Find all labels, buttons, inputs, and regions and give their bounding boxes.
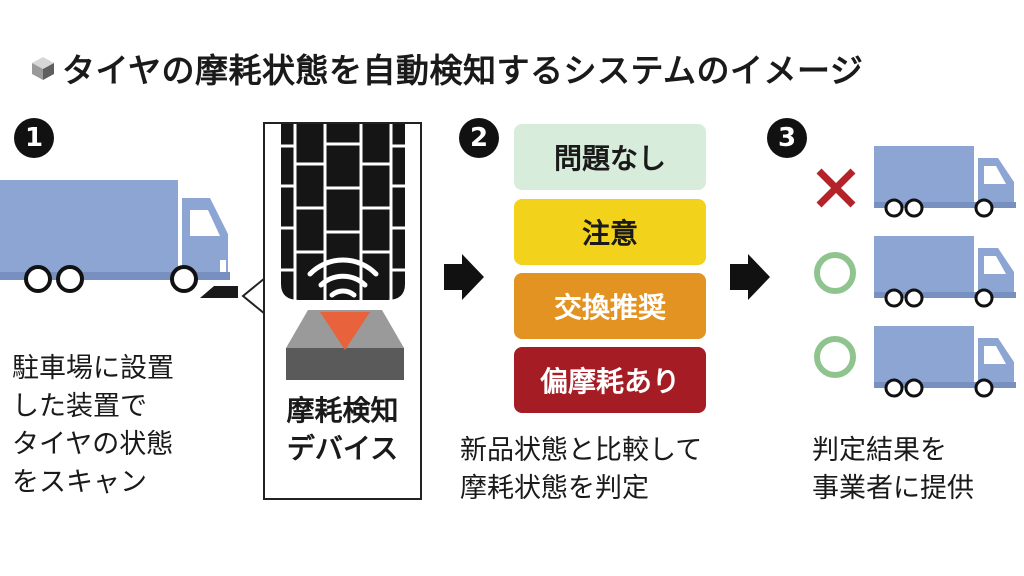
step-1-description-line: した装置で (12, 391, 147, 422)
arrow-right-icon (730, 254, 770, 300)
step-2-number: 2 (459, 118, 499, 158)
device-label-line: デバイス (286, 432, 399, 465)
callout-pointer (241, 277, 266, 315)
title-text: タイヤの摩耗状態を自動検知するシステムのイメージ (62, 51, 864, 90)
truck-illustration (0, 180, 238, 298)
truck-illustration (874, 236, 1016, 308)
step-2-description: 新品状態と比較して 摩耗状態を判定 (460, 432, 702, 508)
truck-illustration (874, 146, 1016, 218)
cross-mark-icon (816, 168, 856, 208)
device-label: 摩耗検知 デバイス (263, 392, 422, 468)
step-1-description: 駐車場に設置 した装置で タイヤの状態 をスキャン (12, 350, 174, 502)
step-2-description-line: 新品状態と比較して (460, 435, 703, 466)
step-1-description-line: をスキャン (12, 467, 147, 498)
step-2-description-line: 摩耗状態を判定 (460, 473, 649, 504)
status-no-problem: 問題なし (514, 124, 706, 190)
device-label-line: 摩耗検知 (286, 394, 399, 427)
scanner-device-icon (286, 310, 404, 380)
step-3-number: 3 (767, 118, 807, 158)
circle-mark-icon (814, 336, 856, 378)
status-uneven-wear: 偏摩耗あり (514, 347, 706, 413)
page-title: タイヤの摩耗状態を自動検知するシステムのイメージ (30, 44, 863, 92)
wireless-signal-icon (307, 257, 379, 298)
step-1-description-line: タイヤの状態 (12, 429, 174, 460)
step-1-number: 1 (14, 118, 54, 158)
step-3-description-line: 判定結果を (812, 435, 947, 466)
arrow-right-icon (444, 254, 484, 300)
step-1-description-line: 駐車場に設置 (12, 353, 174, 384)
step-3-description: 判定結果を 事業者に提供 (812, 432, 974, 508)
truck-illustration (874, 326, 1016, 398)
circle-mark-icon (814, 252, 856, 294)
status-replace-recommended: 交換推奨 (514, 273, 706, 339)
step-3-description-line: 事業者に提供 (812, 473, 974, 504)
tire-tread-scan (281, 124, 405, 300)
cube-icon (32, 57, 54, 80)
status-caution: 注意 (514, 199, 706, 265)
